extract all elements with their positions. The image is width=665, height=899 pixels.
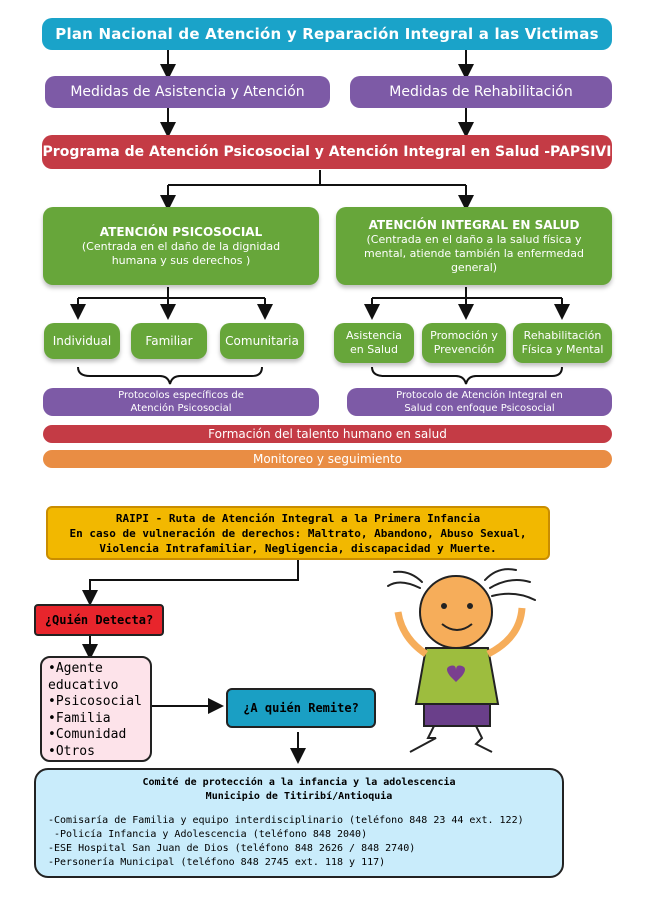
atencion-psicosocial-box: ATENCIÓN PSICOSOCIAL (Centrada en el dañ… (43, 207, 319, 285)
promocion-box: Promoción y Prevención (422, 323, 506, 363)
monitoreo-box: Monitoreo y seguimiento (43, 450, 612, 468)
raipi-line-2: En caso de vulneración de derechos: Malt… (69, 526, 527, 540)
papsivi-box: Programa de Atención Psicosocial y Atenc… (42, 135, 612, 169)
contact-item: -ESE Hospital San Juan de Dios (teléfono… (48, 843, 416, 854)
salud-title: ATENCIÓN INTEGRAL EN SALUD (368, 217, 580, 232)
protocolo-salud-box: Protocolo de Atención Integral en Salud … (347, 388, 612, 416)
psicosocial-title: ATENCIÓN PSICOSOCIAL (99, 224, 263, 239)
contact-item: -Policía Infancia y Adolescencia (teléfo… (48, 829, 368, 840)
detectores-list: •Agente educativo •Psicosocial •Familia … (40, 656, 152, 762)
quien-detecta-box: ¿Quién Detecta? (34, 604, 164, 636)
rehabilitacion-box: Rehabilitación Física y Mental (513, 323, 612, 363)
comite-box: Comité de protección a la infancia y la … (34, 768, 564, 878)
plan-nacional-box: Plan Nacional de Atención y Reparación I… (42, 18, 612, 50)
comunitaria-box: Comunitaria (220, 323, 304, 359)
protocolos-psico-box: Protocolos específicos de Atención Psico… (43, 388, 319, 416)
contact-item: -Personería Municipal (teléfono 848 2745… (48, 857, 386, 868)
detector-item: educativo (48, 677, 119, 693)
medidas-rehabilitacion-box: Medidas de Rehabilitación (350, 76, 612, 108)
detector-item: •Familia (48, 710, 111, 726)
individual-box: Individual (44, 323, 120, 359)
comite-subtitle: Municipio de Titiribí/Antioquia (205, 791, 393, 802)
detector-item: •Psicosocial (48, 694, 142, 709)
medidas-asistencia-box: Medidas de Asistencia y Atención (45, 76, 330, 108)
child-drawing-illustration (387, 568, 536, 753)
comite-title: Comité de protección a la infancia y la … (142, 777, 456, 788)
raipi-box: RAIPI - Ruta de Atención Integral a la P… (46, 506, 550, 560)
detector-item: •Otros (48, 743, 95, 759)
psicosocial-subtitle: (Centrada en el daño de la dignidad huma… (81, 239, 281, 267)
contact-item: -Comisaría de Familia y equipo interdisc… (48, 815, 524, 826)
detector-item: •Agente (48, 661, 103, 676)
familiar-box: Familiar (131, 323, 207, 359)
raipi-title: RAIPI - Ruta de Atención Integral a la P… (115, 511, 481, 525)
asistencia-box: Asistencia en Salud (334, 323, 414, 363)
quien-remite-box: ¿A quién Remite? (226, 688, 376, 728)
atencion-salud-box: ATENCIÓN INTEGRAL EN SALUD (Centrada en … (336, 207, 612, 285)
salud-subtitle: (Centrada en el daño a la salud física y… (364, 232, 584, 274)
formacion-box: Formación del talento humano en salud (43, 425, 612, 443)
raipi-line-3: Violencia Intrafamiliar, Negligencia, di… (99, 541, 497, 555)
detector-item: •Comunidad (48, 727, 127, 742)
